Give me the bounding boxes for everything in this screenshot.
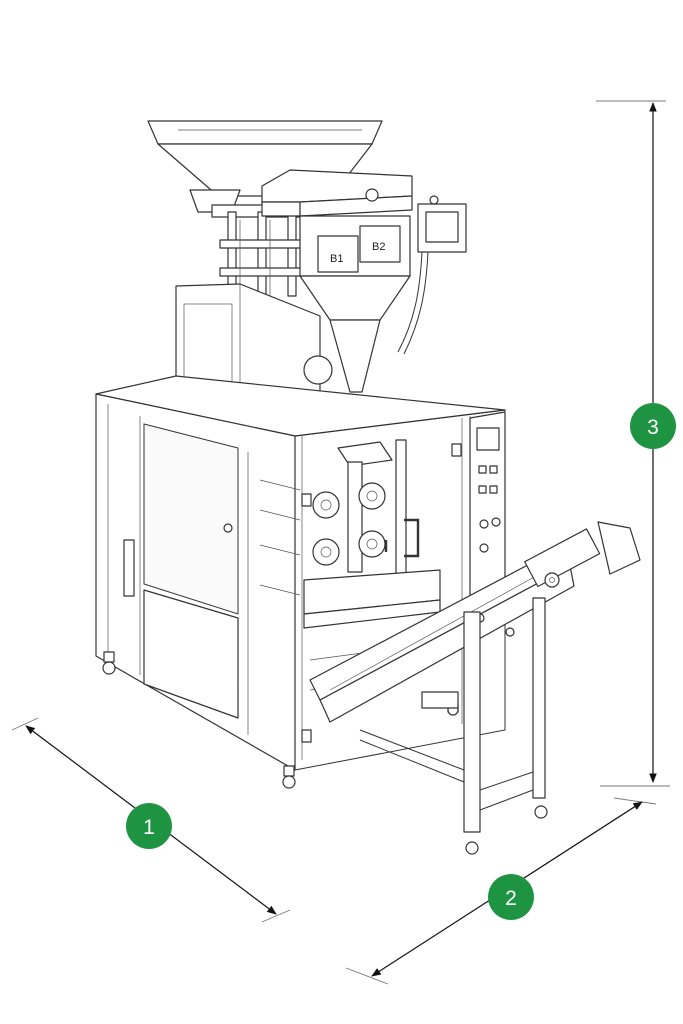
discharge-conveyor xyxy=(309,521,641,723)
main-cabinet xyxy=(95,375,506,771)
weigh-bucket-b2 xyxy=(359,225,401,263)
weigh-bucket-b1 xyxy=(317,235,359,273)
dimension-badge-2: 2 xyxy=(488,874,534,920)
forming-mechanism xyxy=(259,439,441,691)
bucket-label-b1: B1 xyxy=(330,253,343,265)
control-box xyxy=(397,195,467,355)
bucket-label-b2: B2 xyxy=(372,241,385,253)
dimension-badge-3: 3 xyxy=(630,403,676,449)
badge-number-1: 1 xyxy=(143,816,155,839)
badge-number-3: 3 xyxy=(647,416,659,439)
badge-number-2: 2 xyxy=(505,887,517,910)
dimension-badge-1: 1 xyxy=(126,803,172,849)
conveyor-stand xyxy=(359,597,548,855)
weigher-head: B1 B2 xyxy=(261,169,413,393)
